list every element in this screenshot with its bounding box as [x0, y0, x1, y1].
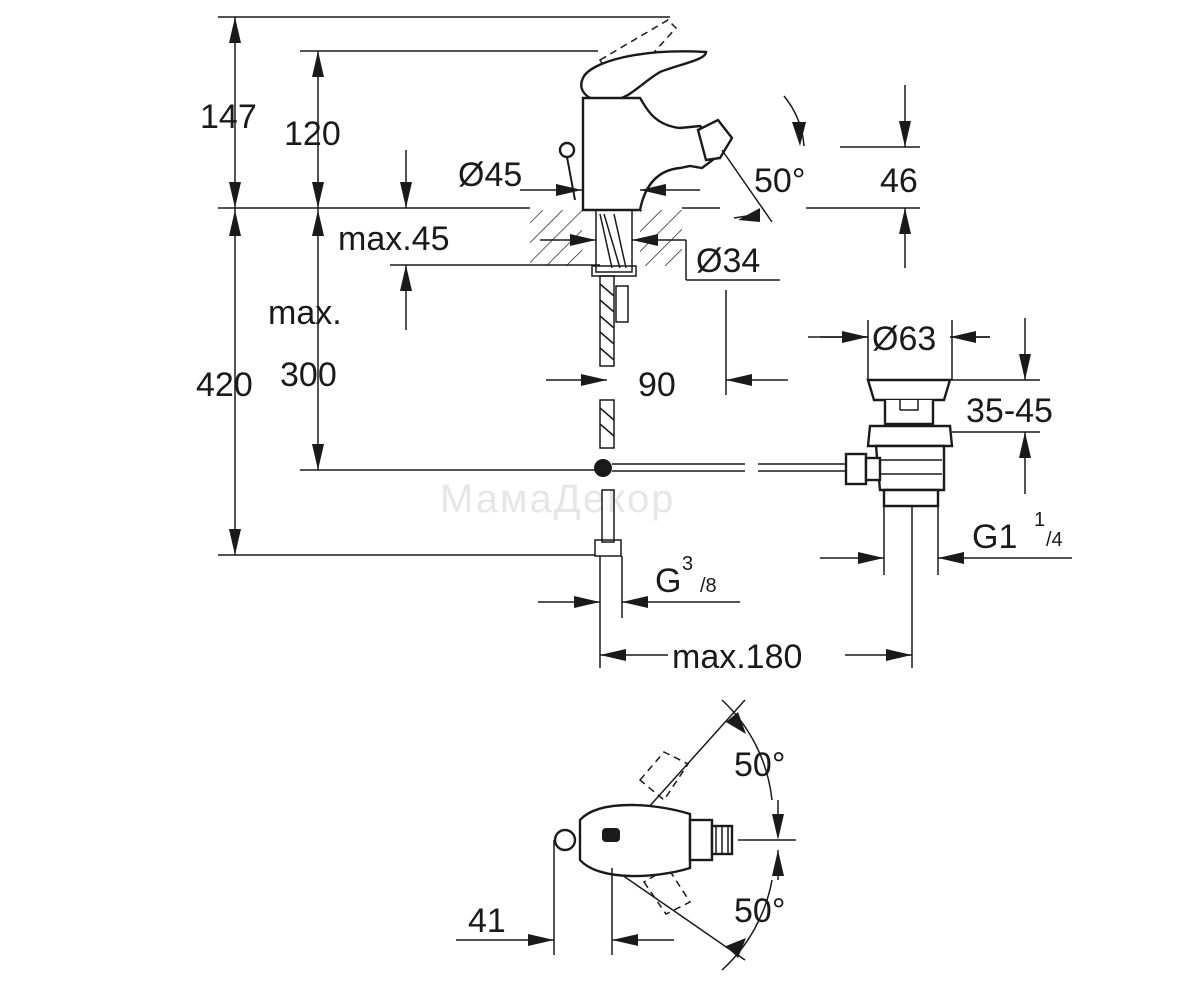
- plan-handle: [578, 803, 692, 878]
- label-g114-num: 1: [1034, 509, 1045, 531]
- label-147: 147: [200, 98, 257, 136]
- label-max180: max.180: [672, 638, 802, 676]
- label-420: 420: [196, 366, 253, 404]
- waste-top-cap: [866, 378, 952, 402]
- label-g38-num: 3: [682, 553, 693, 575]
- plan-knob: [553, 828, 577, 852]
- label-35-45: 35-45: [966, 392, 1053, 430]
- label-g38-den: /8: [700, 575, 717, 597]
- label-d34: Ø34: [696, 242, 760, 280]
- plan-handle-mark: [602, 828, 620, 842]
- popup-waste-view: [844, 378, 954, 508]
- label-d45: Ø45: [458, 156, 522, 194]
- faucet-front-view: [530, 19, 845, 557]
- faucet-body: [581, 96, 720, 212]
- dimension-lines: [218, 16, 1072, 971]
- popup-knob: [558, 141, 576, 159]
- label-g38-main: G: [655, 562, 681, 600]
- supply-hose-lower: [599, 399, 615, 449]
- faucet-shank: [595, 209, 633, 273]
- waste-tail: [882, 488, 940, 508]
- label-46: 46: [880, 162, 918, 200]
- label-300: 300: [280, 356, 337, 394]
- label-max45: max.45: [338, 220, 450, 258]
- dimension-labels: 147 120 Ø45 50° 46 max.45 Ø34 max. 300 4…: [196, 98, 1063, 940]
- label-50-bot: 50°: [734, 892, 785, 930]
- waste-flange: [866, 424, 954, 448]
- label-120: 120: [284, 115, 341, 153]
- plan-spout-tip: [688, 818, 714, 862]
- watermark: МамаДекор: [440, 477, 676, 521]
- label-g114-main: G1: [972, 518, 1017, 556]
- label-max: max.: [268, 294, 342, 332]
- hose-end: [601, 489, 615, 543]
- lever-outline: [580, 50, 708, 102]
- waste-body: [874, 444, 946, 492]
- waste-side-nut: [844, 452, 868, 486]
- faucet-plan-view: [553, 699, 746, 961]
- spout-nozzle: [696, 118, 734, 162]
- label-50-mid: 50°: [734, 746, 785, 784]
- supply-hose-upper: [599, 275, 615, 367]
- rod-pivot: [594, 459, 612, 477]
- label-d63: Ø63: [872, 320, 936, 358]
- label-41: 41: [468, 902, 506, 940]
- label-50-top: 50°: [754, 162, 805, 200]
- label-90: 90: [638, 366, 676, 404]
- label-g114-den: /4: [1046, 529, 1063, 551]
- hose-nut: [594, 539, 622, 557]
